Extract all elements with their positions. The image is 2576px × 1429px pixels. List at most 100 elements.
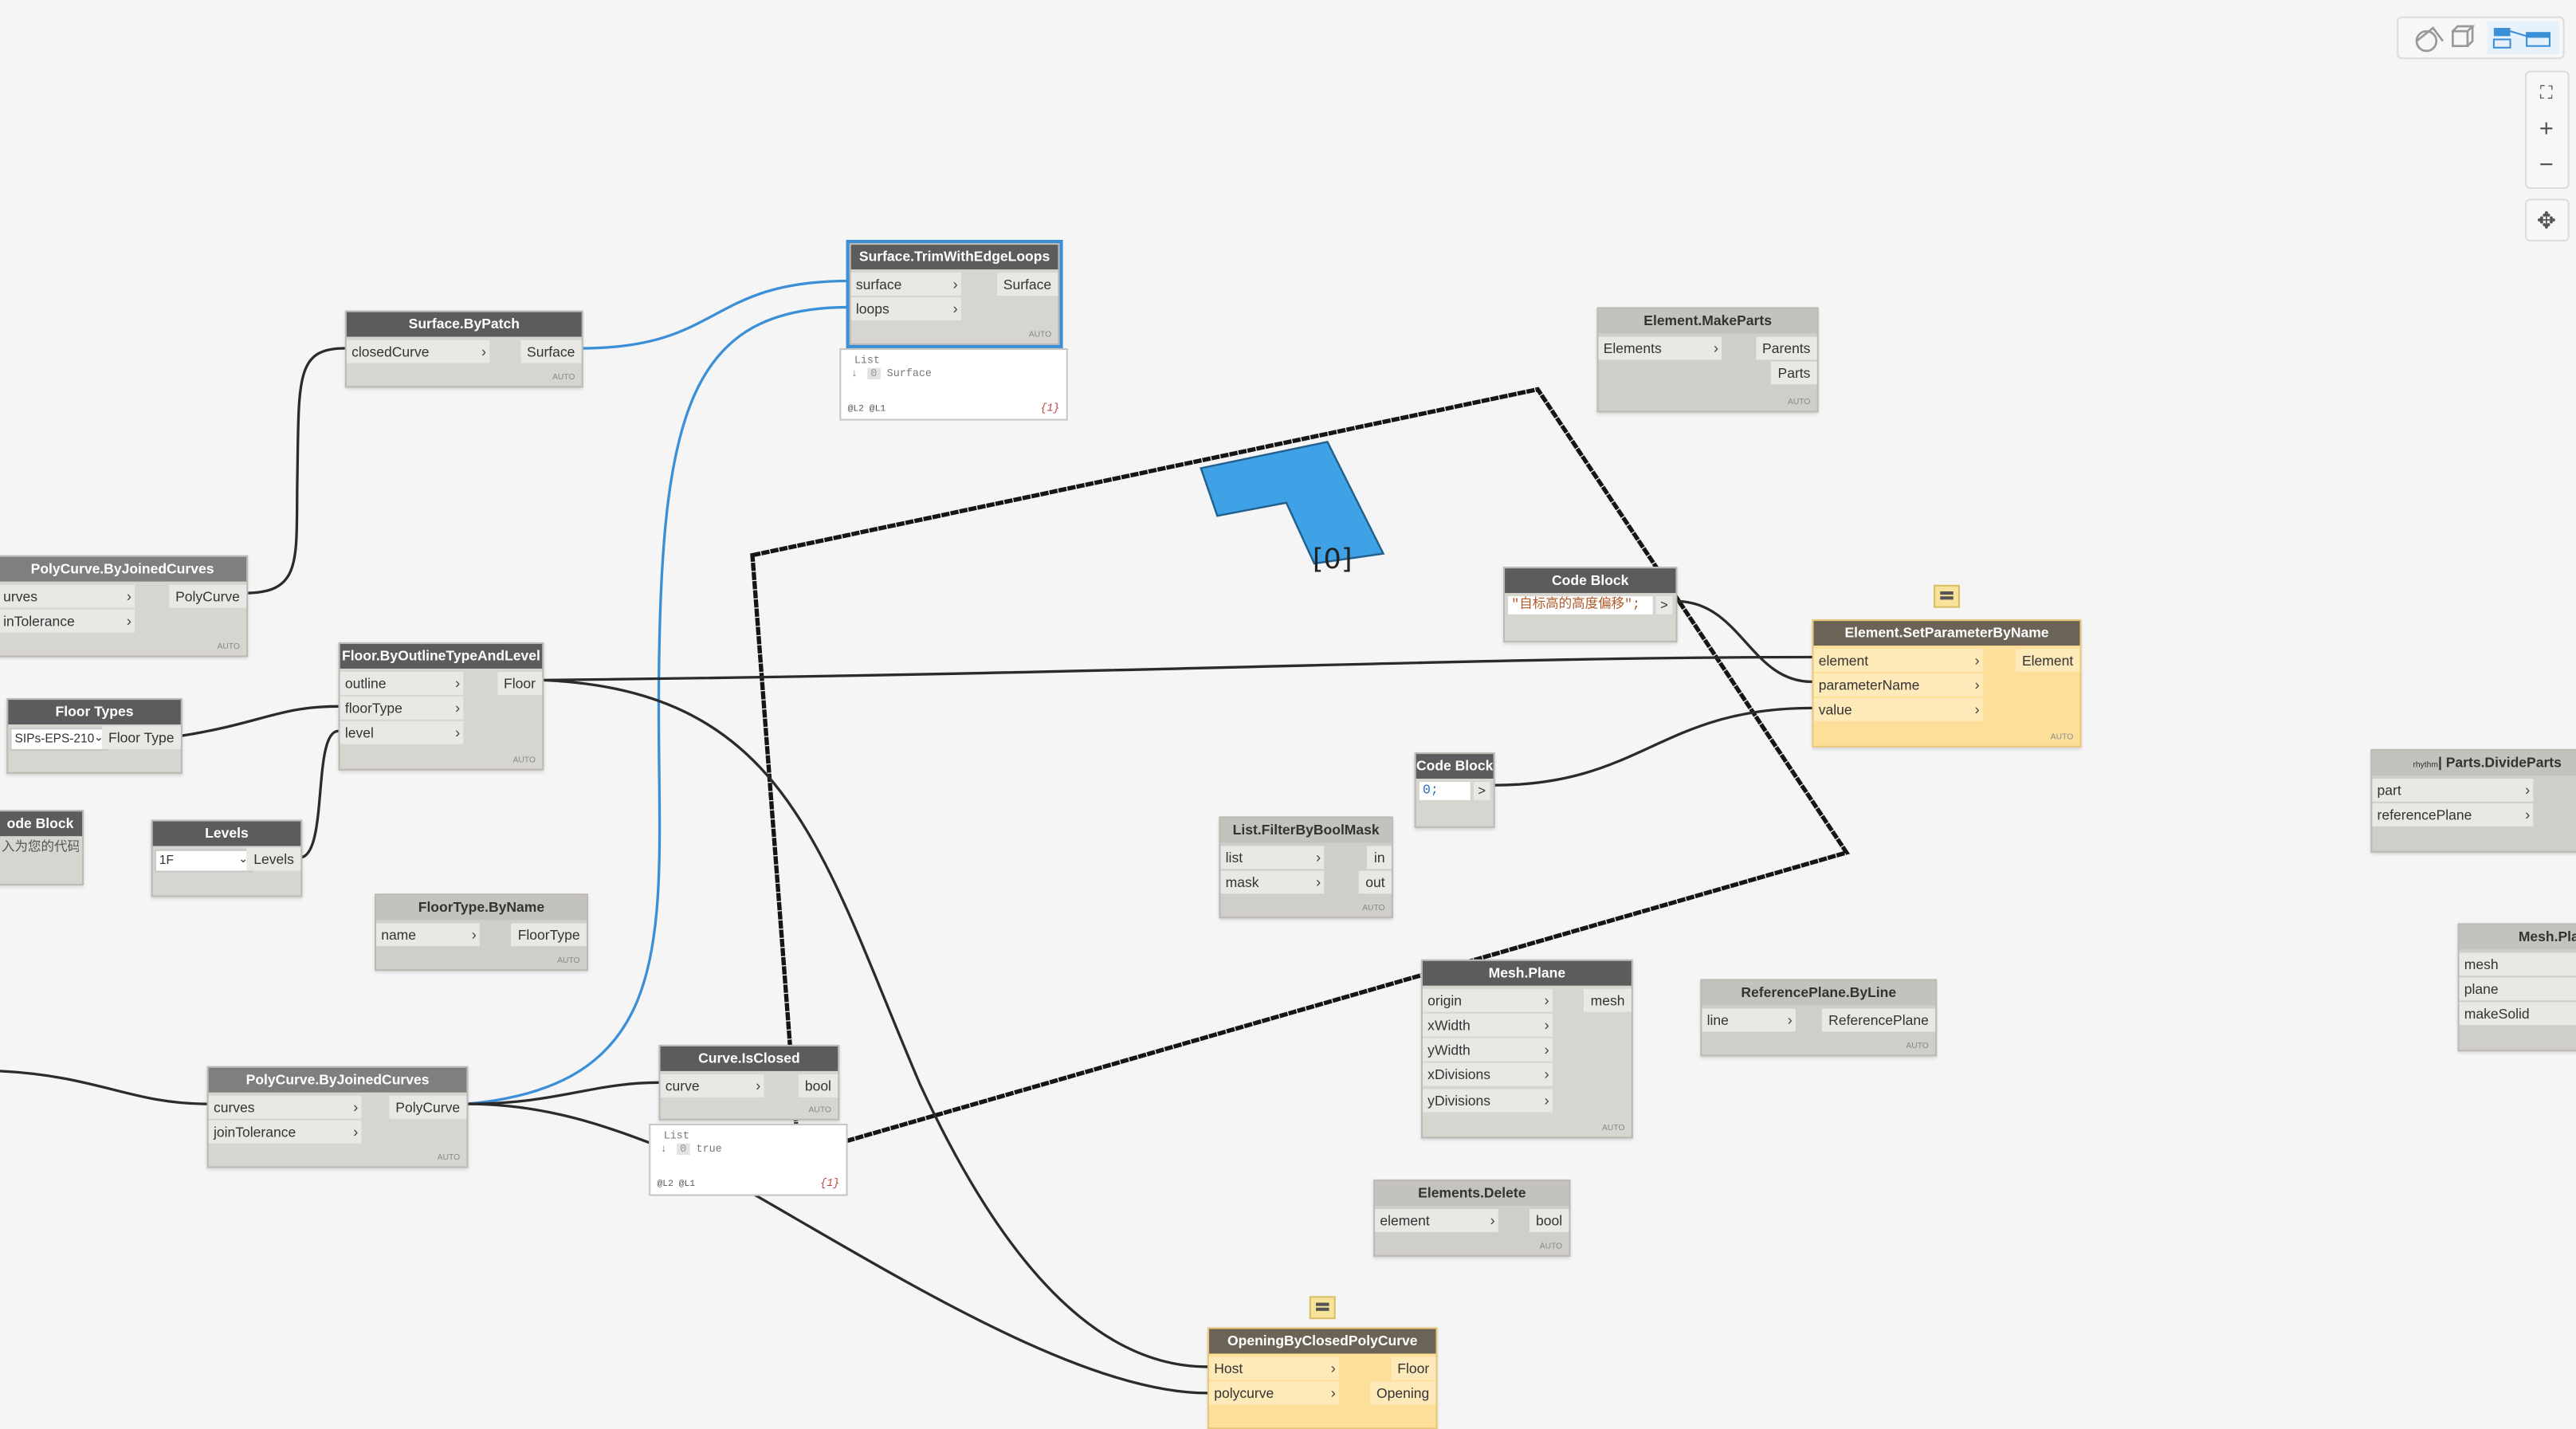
input-port-jointolerance[interactable]: inTolerance› xyxy=(0,609,135,633)
input-port-element[interactable]: element› xyxy=(1375,1209,1498,1232)
node-element-makeparts[interactable]: Element.MakeParts Elements› Parents Part… xyxy=(1596,307,1819,413)
output-port-element[interactable]: Element xyxy=(2015,649,2080,673)
input-port-line[interactable]: line› xyxy=(1702,1008,1796,1032)
output-port-surface[interactable]: Surface xyxy=(520,340,582,363)
zoom-in-icon[interactable]: + xyxy=(2539,115,2554,143)
floor-type-dropdown[interactable]: SIPs-EPS-210⌄ xyxy=(10,728,109,751)
node-mesh-plane[interactable]: Mesh.Plane origin› xWidth› yWidth› xDivi… xyxy=(1420,959,1633,1139)
output-port-floor[interactable]: Floor xyxy=(1391,1356,1436,1380)
input-port-xwidth[interactable]: xWidth› xyxy=(1422,1013,1553,1037)
node-code-block-zero[interactable]: Code Block 0; > xyxy=(1414,752,1495,828)
input-port-curves[interactable]: curves› xyxy=(208,1095,362,1119)
output-port-polycurve[interactable]: PolyCurve xyxy=(389,1095,467,1119)
node-curve-isclosed[interactable]: Curve.IsClosed curve› bool AUTO xyxy=(658,1044,840,1121)
input-port-curves[interactable]: urves› xyxy=(0,584,135,608)
node-parts-divide[interactable]: rhythm| Parts.DivideParts part› referenc… xyxy=(2370,748,2576,853)
input-port-loops[interactable]: loops› xyxy=(850,297,961,320)
input-port-outline[interactable]: outline› xyxy=(340,672,464,695)
input-port-referenceplane[interactable]: referencePlane› xyxy=(2372,803,2534,826)
wire-floor-to-setparam[interactable] xyxy=(542,655,1812,681)
node-refplane-byline[interactable]: ReferencePlane.ByLine line› ReferencePla… xyxy=(1700,979,1938,1057)
node-surface-trim[interactable]: Surface.TrimWithEdgeLoops surface› loops… xyxy=(846,239,1063,348)
output-port-surface[interactable]: Surface xyxy=(996,273,1058,296)
output-port-floor[interactable]: Floor xyxy=(497,672,543,695)
input-port-curve[interactable]: curve› xyxy=(660,1074,764,1097)
node-floortype-byname[interactable]: FloorType.ByName name› FloorType AUTO xyxy=(374,893,588,972)
input-port-mesh[interactable]: mesh xyxy=(2459,952,2576,976)
node-levels[interactable]: Levels 1F⌄ Levels xyxy=(151,819,303,897)
input-port-origin[interactable]: origin› xyxy=(1422,988,1553,1012)
node-opening[interactable]: OpeningByClosedPolyCurve Host› polycurve… xyxy=(1207,1327,1438,1429)
levels-dropdown[interactable]: 1F⌄ xyxy=(154,849,253,873)
output-port-parts[interactable]: Parts xyxy=(1771,361,1817,385)
wire-polycurve-to-trim-loops[interactable] xyxy=(466,305,850,1105)
code-editor[interactable]: 入为您的代码 xyxy=(0,839,79,858)
input-port-list[interactable]: list› xyxy=(1220,846,1325,870)
node-element-setparam[interactable]: Element.SetParameterByName element› para… xyxy=(1812,619,2082,748)
input-port-floortype[interactable]: floorType› xyxy=(340,696,464,720)
node-polycurve-top[interactable]: PolyCurve.ByJoinedCurves urves› inTolera… xyxy=(0,555,249,658)
output-port-floor-type[interactable]: Floor Type xyxy=(101,726,181,749)
input-port-element[interactable]: element› xyxy=(1813,649,1983,673)
wire-polycurve-to-bypatch[interactable] xyxy=(245,347,345,595)
output-port-opening[interactable]: Opening xyxy=(1369,1381,1436,1405)
wire-floor-to-opening-host[interactable] xyxy=(542,678,1208,1368)
note-icon[interactable] xyxy=(1934,584,1961,608)
input-port-polycurve[interactable]: polycurve› xyxy=(1209,1381,1339,1405)
input-port-xdivisions[interactable]: xDivisions› xyxy=(1422,1062,1553,1086)
output-port-bool[interactable]: bool xyxy=(1529,1209,1569,1232)
wire-code-to-paramname[interactable] xyxy=(1675,599,1812,684)
pan-icon[interactable]: ✥ xyxy=(2536,206,2556,234)
output-port-parents[interactable]: Parents xyxy=(1755,336,1817,360)
output-port-floortype[interactable]: FloorType xyxy=(511,923,587,947)
output-port-in[interactable]: in xyxy=(1367,846,1392,870)
input-port-parametername[interactable]: parameterName› xyxy=(1813,673,1983,697)
geometry-view-icon[interactable] xyxy=(2407,22,2480,54)
input-port-jointolerance[interactable]: joinTolerance› xyxy=(208,1120,362,1144)
wire-floortypes-to-floor[interactable] xyxy=(180,705,339,738)
input-port-ydivisions[interactable]: yDivisions› xyxy=(1422,1089,1553,1113)
node-code-block-string[interactable]: Code Block "自标高的高度偏移"; > xyxy=(1502,567,1678,642)
input-port-host[interactable]: Host› xyxy=(1209,1356,1339,1380)
node-floor-byoutline[interactable]: Floor.ByOutlineTypeAndLevel outline› flo… xyxy=(338,642,544,771)
input-port-surface[interactable]: surface› xyxy=(850,273,961,296)
node-surface-bypatch[interactable]: Surface.ByPatch closedCurve› Surface AUT… xyxy=(344,310,583,388)
node-mesh-plane-right[interactable]: Mesh.Pla mesh plane makeSolid xyxy=(2457,923,2576,1052)
output-port[interactable]: > xyxy=(1655,596,1673,614)
node-polycurve-bottom[interactable]: PolyCurve.ByJoinedCurves curves› joinTol… xyxy=(206,1066,469,1168)
wire-polycurve-to-isclosed[interactable] xyxy=(466,1081,659,1105)
node-view-icon[interactable] xyxy=(2487,21,2560,55)
output-port-out[interactable]: out xyxy=(1358,870,1392,894)
node-floor-types[interactable]: Floor Types SIPs-EPS-210⌄ Floor Type xyxy=(6,698,183,774)
input-port-plane[interactable]: plane xyxy=(2459,977,2576,1001)
input-port-makesolid[interactable]: makeSolid xyxy=(2459,1002,2576,1026)
wire-polycurve-to-opening[interactable] xyxy=(466,1102,1208,1395)
input-port-part[interactable]: part› xyxy=(2372,779,2534,802)
code-editor[interactable]: "自标高的高度偏移"; xyxy=(1508,596,1653,614)
wire-left-to-polycurve[interactable] xyxy=(0,1070,207,1105)
wire-bypatch-to-trim[interactable] xyxy=(581,279,850,350)
input-port-level[interactable]: level› xyxy=(340,720,464,744)
output-port-polycurve[interactable]: PolyCurve xyxy=(168,584,247,608)
input-port-closedcurve[interactable]: closedCurve› xyxy=(346,340,490,363)
input-port-ywidth[interactable]: yWidth› xyxy=(1422,1038,1553,1062)
zoom-out-icon[interactable]: − xyxy=(2539,151,2554,179)
node-elements-delete[interactable]: Elements.Delete element› bool AUTO xyxy=(1373,1179,1571,1257)
node-list-filter[interactable]: List.FilterByBoolMask list› mask› in out… xyxy=(1219,816,1393,919)
input-port-elements[interactable]: Elements› xyxy=(1598,336,1722,360)
input-port-value[interactable]: value› xyxy=(1813,698,1983,721)
output-port-referenceplane[interactable]: ReferencePlane xyxy=(1821,1008,1936,1032)
code-editor[interactable]: 0; xyxy=(1419,782,1471,800)
wire-zero-to-value[interactable] xyxy=(1493,706,1812,787)
zoom-to-fit-icon[interactable]: ⛶ xyxy=(2539,84,2553,104)
output-port-levels[interactable]: Levels xyxy=(247,847,301,871)
input-port-mask[interactable]: mask› xyxy=(1220,870,1325,894)
note-icon[interactable] xyxy=(1309,1296,1336,1320)
output-port-bool[interactable]: bool xyxy=(798,1074,838,1097)
wire-levels-to-floor[interactable] xyxy=(300,729,340,859)
input-port-name[interactable]: name› xyxy=(376,923,480,947)
node-code-block-left[interactable]: ode Block 入为您的代码 xyxy=(0,810,84,885)
